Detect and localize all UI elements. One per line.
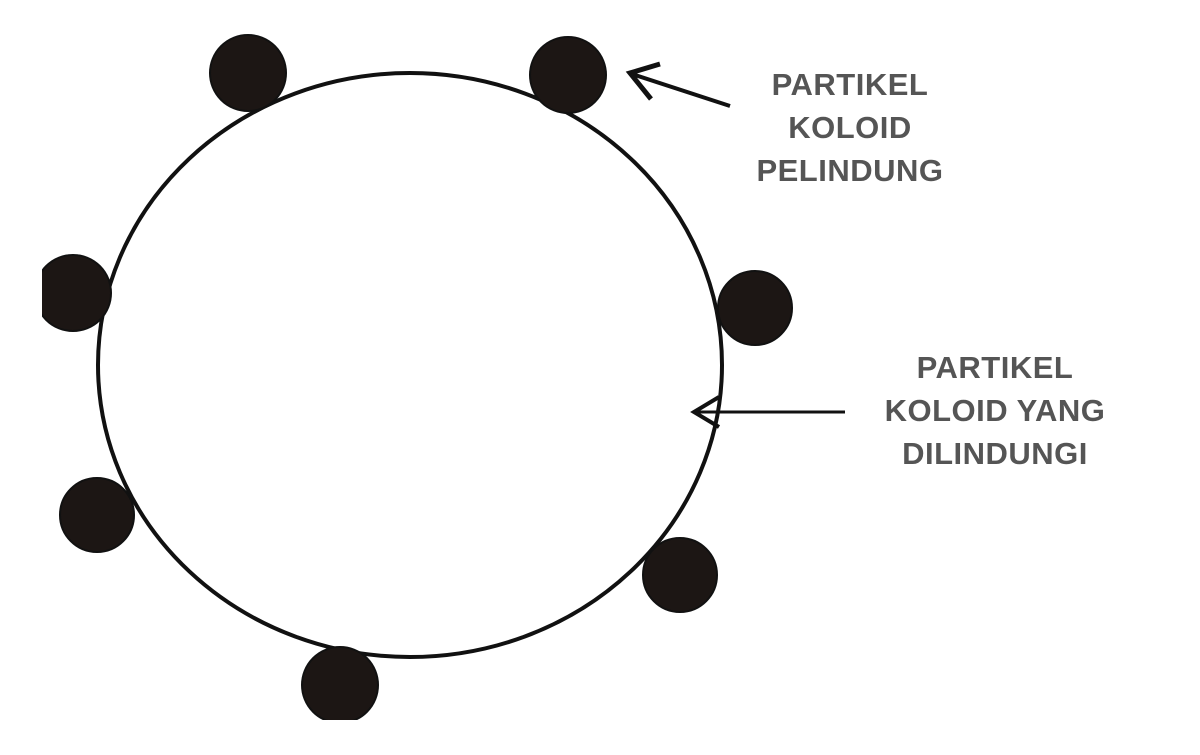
protector-particles-group	[42, 34, 793, 720]
protector-colloid-particle	[42, 254, 112, 332]
label-line: PARTIKEL	[916, 350, 1074, 385]
label-line: KOLOID YANG	[884, 393, 1106, 428]
protector-colloid-particle	[59, 477, 135, 553]
label-line: PELINDUNG	[756, 153, 944, 188]
label-line: PARTIKEL	[771, 67, 929, 102]
protector-arrow	[625, 61, 731, 108]
protected-colloid-particle	[96, 71, 724, 659]
protector-colloid-particle	[642, 537, 718, 613]
label-line: DILINDUNGI	[902, 436, 1088, 471]
protected-particle-label: PARTIKEL KOLOID YANG DILINDUNGI	[870, 346, 1120, 475]
protected-arrow	[690, 395, 845, 429]
protector-particle-label: PARTIKEL KOLOID PELINDUNG	[740, 63, 960, 192]
protector-colloid-particle	[301, 646, 379, 720]
label-line: KOLOID	[788, 110, 912, 145]
protector-colloid-particle	[529, 36, 607, 114]
protector-colloid-particle	[717, 270, 793, 346]
protector-colloid-particle	[209, 34, 287, 112]
